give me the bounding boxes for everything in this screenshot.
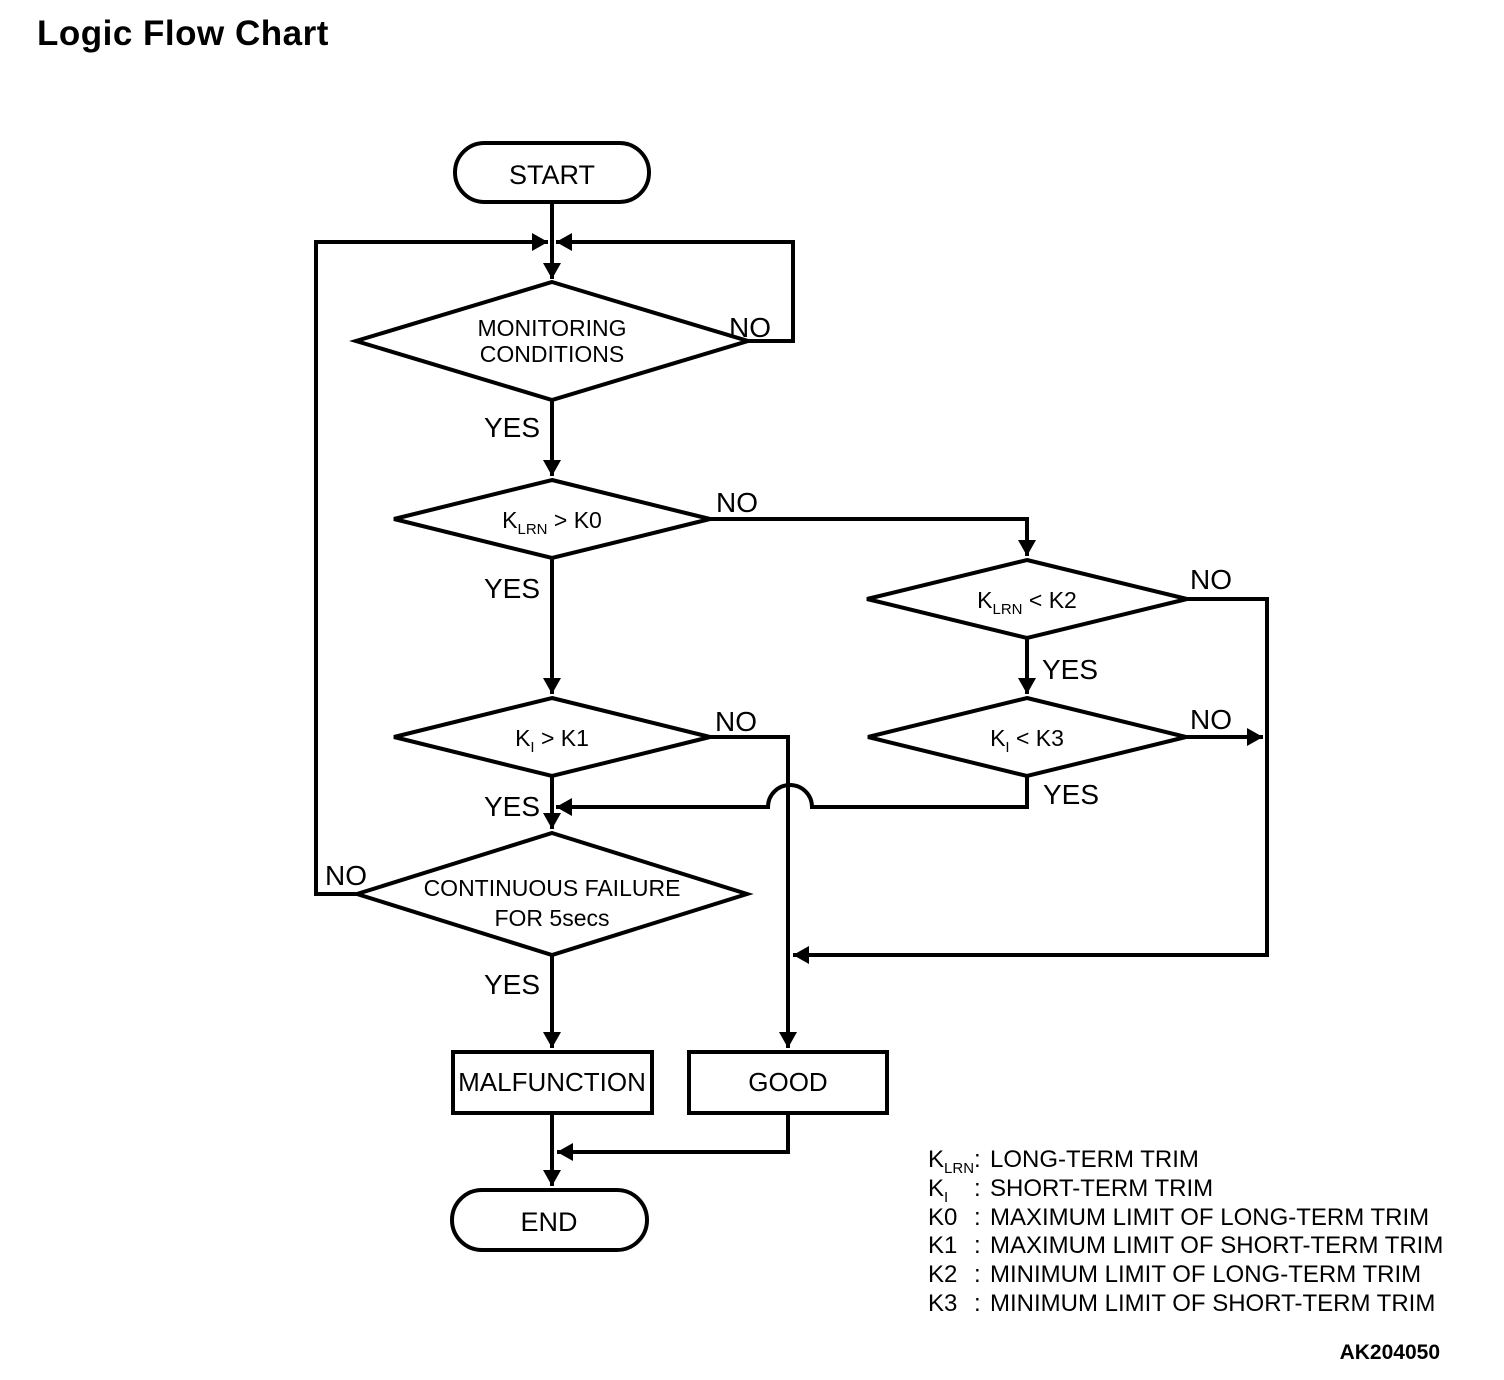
legend-term-sub: LRN [944, 1159, 975, 1177]
failure-label-line2: FOR 5secs [494, 905, 609, 931]
monitoring-label-line2: CONDITIONS [480, 341, 624, 367]
edge-monitoring-no-loop [556, 233, 795, 343]
legend-definition: MINIMUM LIMIT OF SHORT-TERM TRIM [990, 1289, 1436, 1317]
monitoring-yes-label: YES [484, 412, 540, 443]
klrn-k2-label: KLRN < K2 [977, 587, 1077, 618]
klrn-k0-decision [393, 477, 711, 561]
ki-k3-yes-label: YES [1043, 779, 1099, 810]
monitoring-decision [349, 279, 755, 403]
legend-colon: : [974, 1146, 981, 1173]
ki-k1-decision [393, 695, 711, 779]
legend-row: K2: MINIMUM LIMIT OF LONG-TERM TRIM [928, 1261, 1443, 1290]
ki-k1-yes-label: YES [484, 791, 540, 822]
ki-k3-no-label: NO [1190, 704, 1232, 735]
legend-term-sub: I [944, 1188, 949, 1206]
legend-term: KI [928, 1174, 949, 1206]
legend-term: K2 [928, 1261, 958, 1289]
legend-term: KLRN [928, 1146, 975, 1177]
edge-klrn-k2-no-rail [793, 597, 1269, 964]
failure-decision [350, 830, 754, 958]
start-terminator [453, 141, 651, 204]
legend-colon: : [974, 1289, 981, 1317]
legend-colon: : [974, 1203, 981, 1231]
good-label: GOOD [748, 1067, 827, 1097]
end-terminator [450, 1188, 649, 1252]
monitoring-no-label: NO [729, 312, 771, 343]
edge-good-merge [557, 1113, 790, 1161]
edge-failure-no-loop [314, 233, 548, 896]
legend-definition: SHORT-TERM TRIM [990, 1174, 1214, 1202]
start-label: START [509, 160, 595, 190]
legend-row: KLRN: LONG-TERM TRIM [928, 1146, 1443, 1177]
klrn-k2-no-label: NO [1190, 564, 1232, 595]
monitoring-label-line1: MONITORING [477, 315, 626, 341]
good-box [687, 1050, 889, 1115]
failure-label-line1: CONTINUOUS FAILURE [424, 875, 681, 901]
end-label: END [520, 1207, 577, 1237]
legend-definition: LONG-TERM TRIM [990, 1146, 1199, 1173]
klrn-k2-yes-label: YES [1042, 654, 1098, 685]
legend-row: KI: SHORT-TERM TRIM [928, 1174, 1443, 1206]
edge-labels: NO YES NO YES NO YES NO YES NO YES NO YE… [325, 312, 1232, 1000]
node-labels: START MONITORING CONDITIONS KLRN > K0 KL… [424, 160, 1077, 1237]
legend-definition: MAXIMUM LIMIT OF SHORT-TERM TRIM [990, 1232, 1444, 1260]
legend-row: K3: MINIMUM LIMIT OF SHORT-TERM TRIM [928, 1290, 1443, 1319]
figure-code: AK204050 [1339, 1341, 1440, 1364]
ki-k1-label: KI > K1 [515, 725, 589, 756]
malfunction-label: MALFUNCTION [458, 1067, 646, 1097]
legend: KLRN: LONG-TERM TRIM KI: SHORT-TERM TRIM K… [928, 1146, 1443, 1319]
legend-colon: : [974, 1261, 981, 1289]
legend-definition: MINIMUM LIMIT OF LONG-TERM TRIM [990, 1261, 1422, 1289]
legend-definition: MAXIMUM LIMIT OF LONG-TERM TRIM [990, 1203, 1430, 1231]
klrn-k2-decision [866, 557, 1188, 641]
edge-klrn-k0-no [710, 517, 1036, 556]
page-title: Logic Flow Chart [37, 14, 329, 53]
malfunction-box [451, 1050, 654, 1115]
failure-yes-label: YES [484, 969, 540, 1000]
ki-k3-label: KI < K3 [990, 725, 1064, 756]
legend-term: K3 [928, 1289, 958, 1317]
legend-term: K0 [928, 1203, 958, 1231]
failure-no-label: NO [325, 860, 367, 891]
klrn-k0-label: KLRN > K0 [502, 507, 602, 538]
klrn-k0-no-label: NO [716, 487, 758, 518]
legend-row: K1: MAXIMUM LIMIT OF SHORT-TERM TRIM [928, 1232, 1443, 1261]
legend-term: K1 [928, 1232, 958, 1260]
ki-k3-decision [867, 695, 1187, 779]
legend-row: K0: MAXIMUM LIMIT OF LONG-TERM TRIM [928, 1204, 1443, 1233]
ki-k1-no-label: NO [715, 706, 757, 737]
edge-ki-k3-yes-hop [556, 776, 1029, 816]
legend-colon: : [974, 1232, 981, 1260]
node-shapes [349, 141, 1188, 1252]
legend-colon: : [974, 1174, 981, 1202]
klrn-k0-yes-label: YES [484, 573, 540, 604]
edges [314, 202, 1269, 1186]
edge-ki-k1-no [710, 735, 797, 1048]
